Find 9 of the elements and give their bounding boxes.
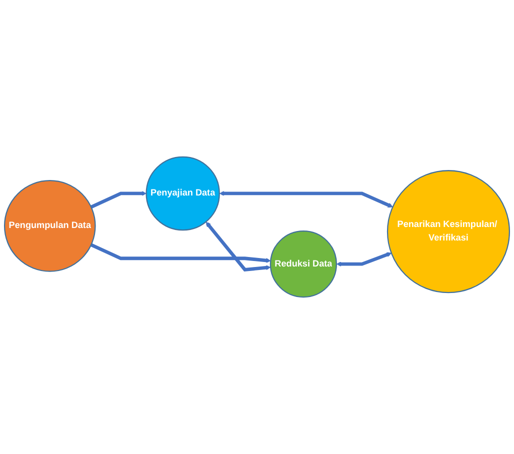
arrow xyxy=(90,243,271,263)
node-circle: Reduksi Data xyxy=(270,230,338,298)
node-circle: Pengumpulan Data xyxy=(4,180,96,272)
arrow xyxy=(219,190,393,208)
node-circle: Penarikan Kesimpulan/ Verifikasi xyxy=(386,170,510,294)
arrow xyxy=(336,252,392,267)
node-circle: Penyajian Data xyxy=(146,156,220,231)
arrow xyxy=(90,190,147,209)
arrow xyxy=(206,222,271,272)
